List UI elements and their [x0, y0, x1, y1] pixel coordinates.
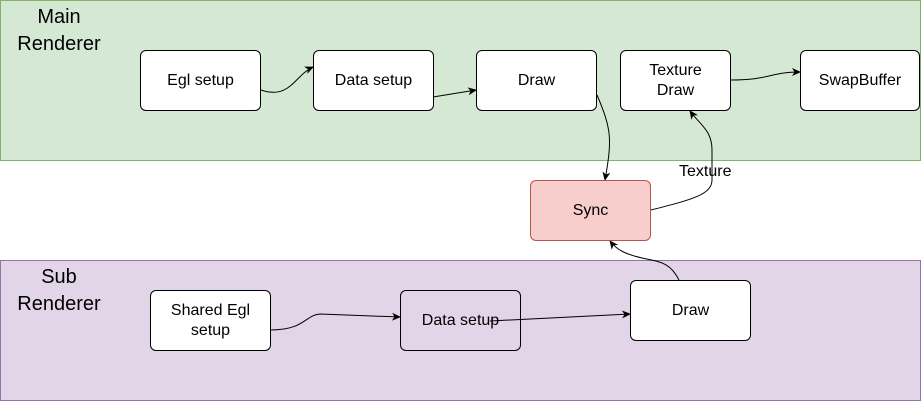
texture-draw-node[interactable]: Texture Draw	[620, 50, 731, 111]
main-renderer-title: Main Renderer	[17, 6, 101, 55]
sync-node[interactable]: Sync	[530, 180, 651, 241]
sub-draw-node[interactable]: Draw	[630, 280, 751, 341]
main-renderer-lane	[0, 0, 921, 161]
egl-setup-node[interactable]: Egl setup	[140, 50, 261, 111]
main-draw-node[interactable]: Draw	[476, 50, 597, 111]
main-data-setup-node[interactable]: Data setup	[313, 50, 434, 111]
sub-data-setup-node[interactable]: Data setup	[400, 290, 521, 351]
sub-renderer-title: Sub Renderer	[17, 266, 101, 315]
swap-buffer-node[interactable]: SwapBuffer	[800, 50, 920, 111]
shared-egl-setup-node[interactable]: Shared Egl setup	[150, 290, 271, 351]
texture-edge-label: Texture	[679, 163, 732, 180]
